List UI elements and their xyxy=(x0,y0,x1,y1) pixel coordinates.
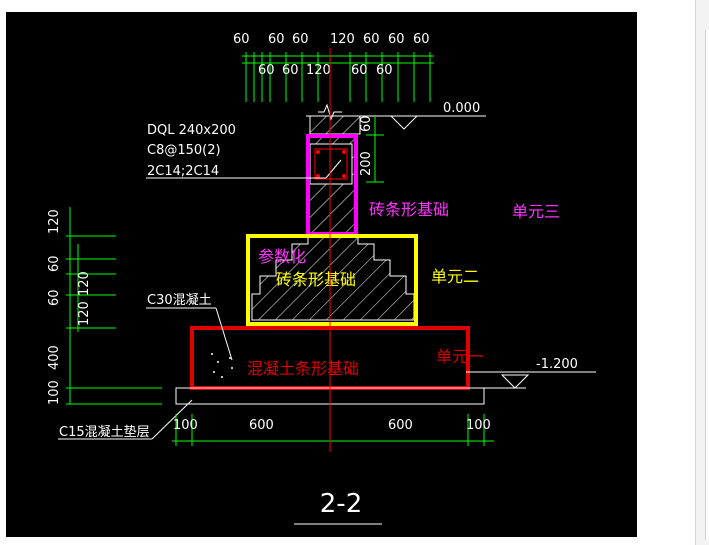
label-unit2: 单元二 xyxy=(431,267,479,286)
label-c30: C30混凝土 xyxy=(147,292,212,308)
bottom-dim-2: 600 xyxy=(388,418,413,433)
cad-drawing-canvas: 60 60 60 120 60 60 60 60 60 120 60 60 0.… xyxy=(6,12,637,537)
label-c15: C15混凝土垫层 xyxy=(59,424,150,440)
left-dim-2: 60 xyxy=(47,289,62,306)
left-dim-3: 120 xyxy=(77,271,92,296)
left-dim-0: 120 xyxy=(47,209,62,234)
top-dim-r2-0: 60 xyxy=(258,63,275,78)
top-dimension-group: 60 60 60 120 60 60 60 60 60 120 60 60 xyxy=(233,32,434,102)
beam-note-line2: C8@150(2) xyxy=(147,143,221,158)
foundation-section-drawing: 60 60 60 120 60 60 60 60 60 120 60 60 0.… xyxy=(47,32,596,525)
label-param: 参数化 xyxy=(258,247,306,266)
section-title: 2-2 xyxy=(320,489,362,519)
label-unit1: 单元一 xyxy=(436,347,484,366)
beam-height-dims: 60 200 xyxy=(359,115,384,183)
elevation-top-label: 0.000 xyxy=(443,101,480,116)
concrete-speckle xyxy=(211,353,233,378)
bottom-dim-1: 600 xyxy=(249,418,274,433)
left-dim-1: 60 xyxy=(47,255,62,272)
top-dim-r1-4: 60 xyxy=(363,32,380,47)
elevation-bottom-label: -1.200 xyxy=(536,357,578,372)
left-dim-4: 120 xyxy=(77,301,92,326)
top-dim-r1-2: 60 xyxy=(292,32,309,47)
label-brick-lower: 砖条形基础 xyxy=(276,270,356,289)
top-dim-r2-1: 60 xyxy=(282,63,299,78)
c30-note: C30混凝土 xyxy=(146,292,233,361)
bottom-dim-3: 100 xyxy=(466,418,491,433)
label-brick-upper: 砖条形基础 xyxy=(369,200,449,219)
wall-stub xyxy=(309,115,361,135)
break-line-symbol xyxy=(318,103,342,121)
bottom-dim-0: 100 xyxy=(173,418,198,433)
beam-note: DQL 240x200 C8@150(2) 2C14;2C14 xyxy=(146,123,342,179)
top-dim-r1-0: 60 xyxy=(233,32,250,47)
label-concrete-strip: 混凝土条形基础 xyxy=(247,359,359,378)
label-unit3: 单元三 xyxy=(512,202,560,221)
top-dim-r1-5: 60 xyxy=(388,32,405,47)
beam-note-line3: 2C14;2C14 xyxy=(147,164,219,179)
top-dim-r2-3: 60 xyxy=(351,63,368,78)
rebar-dots xyxy=(316,150,346,178)
left-dimension-group: 120 60 60 120 120 400 100 xyxy=(47,207,162,405)
left-dim-5: 400 xyxy=(47,345,62,370)
beam-dim-60: 60 xyxy=(359,115,374,132)
left-dim-6: 100 xyxy=(47,380,62,405)
unit2-brick-footing-frame xyxy=(246,234,418,326)
stirrup xyxy=(314,148,348,180)
top-dim-r2-4: 60 xyxy=(376,63,393,78)
top-dim-r1-1: 60 xyxy=(268,32,285,47)
top-dim-r1-3: 120 xyxy=(330,32,355,47)
beam-dim-200: 200 xyxy=(359,151,374,176)
right-panel-inner-edge xyxy=(705,30,709,540)
beam-note-line1: DQL 240x200 xyxy=(147,123,236,138)
top-dim-r2-2: 120 xyxy=(306,63,331,78)
elevation-bottom-marker: -1.200 xyxy=(466,357,596,389)
c15-note: C15混凝土垫层 xyxy=(58,399,193,440)
bottom-dimension-group: 100 600 600 100 xyxy=(172,414,494,446)
top-dim-r1-6: 60 xyxy=(413,32,430,47)
